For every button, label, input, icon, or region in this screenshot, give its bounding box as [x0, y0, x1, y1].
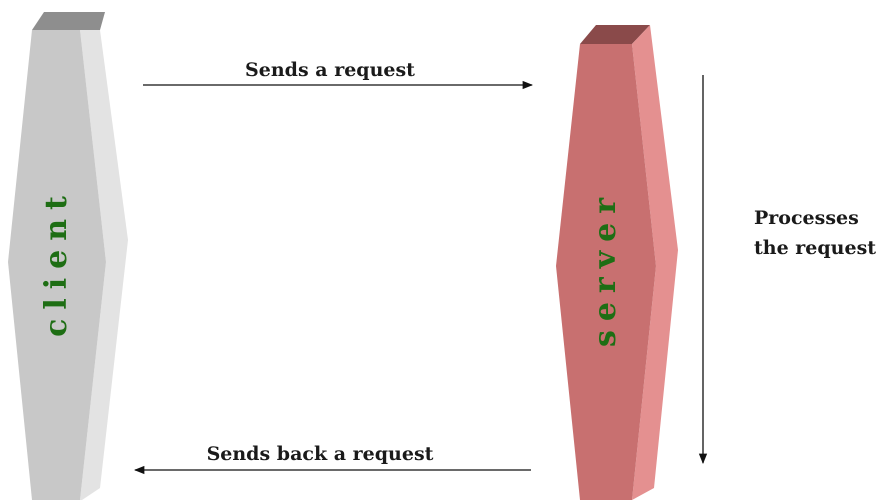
- client-pillar-side: [80, 30, 128, 500]
- processing-label-line2: the request: [754, 237, 876, 259]
- client-pillar: client: [8, 12, 128, 500]
- processing-edge: Processes the request: [698, 75, 876, 465]
- server-pillar-side: [632, 25, 678, 500]
- server-label: server: [588, 189, 623, 347]
- server-pillar: server: [556, 25, 678, 500]
- request-edge: Sends a request: [143, 59, 534, 90]
- client-pillar-top: [32, 12, 105, 30]
- response-edge: Sends back a request: [133, 443, 531, 475]
- response-label: Sends back a request: [207, 443, 434, 465]
- server-pillar-top: [580, 25, 650, 44]
- request-label: Sends a request: [245, 59, 415, 81]
- client-pillar-front: [8, 30, 106, 500]
- server-pillar-front: [556, 44, 656, 500]
- processing-label-line1: Processes: [754, 207, 859, 229]
- client-label: client: [39, 187, 74, 337]
